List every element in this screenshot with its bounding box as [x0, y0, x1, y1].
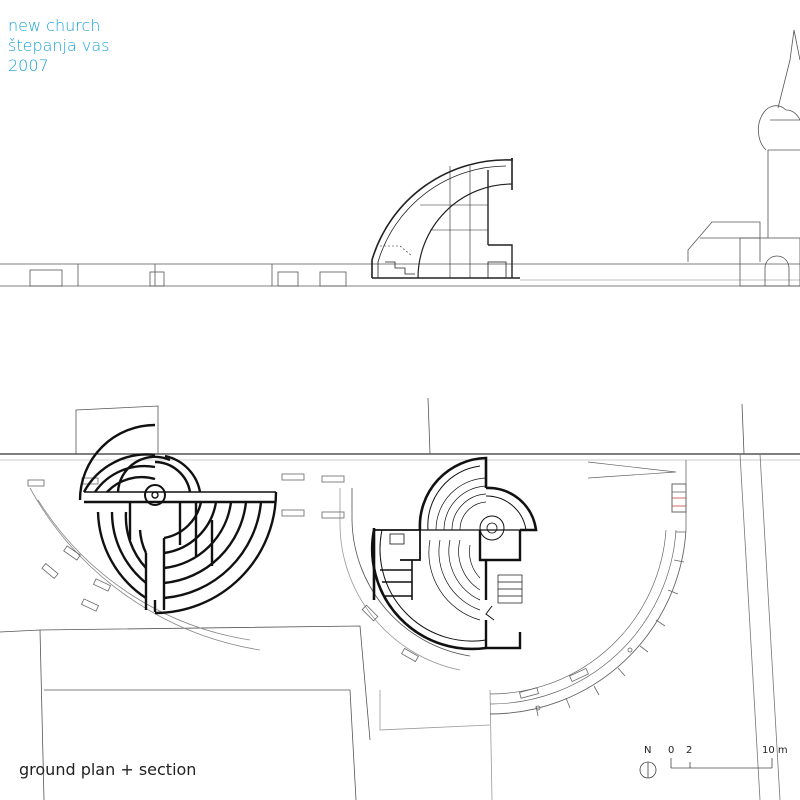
section-elevation: [0, 29, 800, 287]
north-label: N: [644, 745, 651, 756]
project-location: štepanja vas: [8, 36, 110, 55]
project-year: 2007: [8, 56, 49, 75]
church-section: [371, 158, 520, 279]
church-plan: [370, 456, 538, 651]
labyrinth: [78, 423, 278, 615]
ground-plan: [0, 397, 800, 800]
drawing-caption: ground plan + section: [19, 760, 197, 779]
project-name: new church: [8, 16, 101, 35]
scale-bar: N 0 2 10 m: [639, 745, 788, 779]
title-block: new church štepanja vas 2007: [8, 16, 110, 76]
scale-tick-2: 2: [686, 745, 692, 756]
scale-tick-0: 0: [668, 745, 674, 756]
north-arrow-icon: [639, 761, 657, 779]
courtyard-right: [489, 460, 687, 717]
old-church-elevation: [687, 29, 800, 287]
scale-tick-10: 10 m: [762, 745, 788, 756]
benches: [27, 473, 589, 699]
